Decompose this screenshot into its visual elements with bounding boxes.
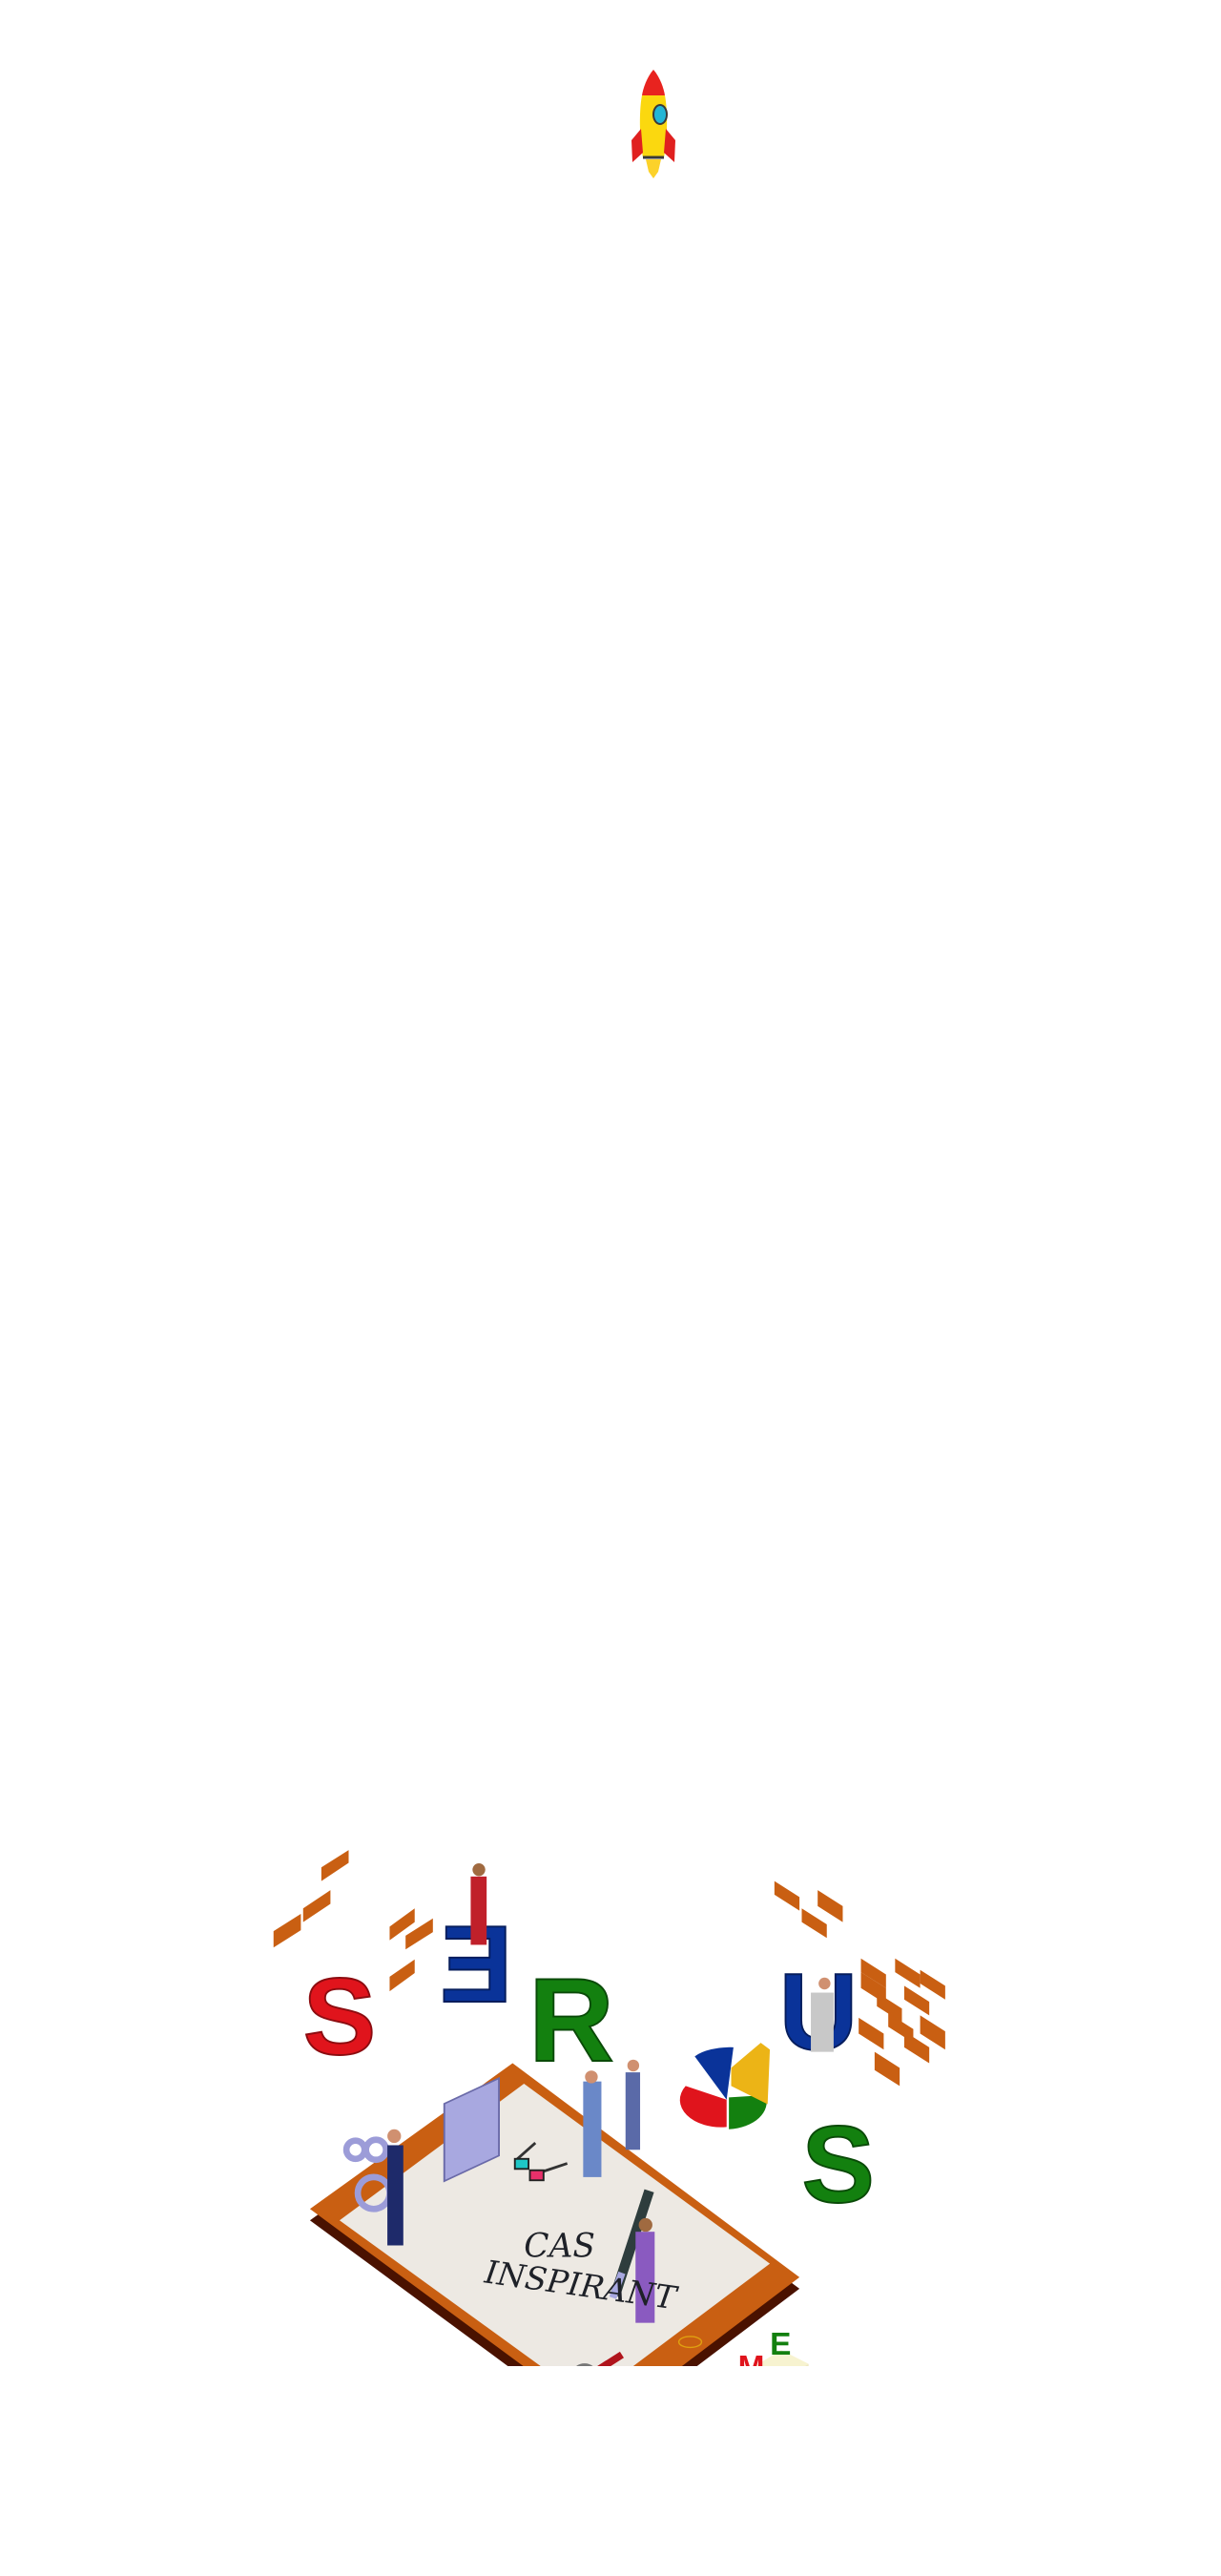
serious-game-illustration: S Ǝ R U S CAS INSPIRANT <box>273 1850 945 2366</box>
bricks-left <box>273 1850 433 1992</box>
letter-s-red: S <box>303 1956 376 2078</box>
pie-chart-icon <box>679 2043 771 2129</box>
screen-text-cas: CAS <box>524 2227 595 2265</box>
bricks-right <box>774 1880 945 2087</box>
magnifier-icon <box>576 2351 624 2366</box>
game-letter-e: E <box>770 2327 791 2362</box>
people-figures <box>387 1862 834 2323</box>
game-letter-m: M <box>738 2350 765 2366</box>
letter-s-green: S <box>801 2104 874 2226</box>
letter-r-green: R <box>528 1955 614 2087</box>
game-block: G A M E <box>738 2327 809 2366</box>
pen-icon <box>609 2189 654 2299</box>
rocket-icon <box>631 70 675 178</box>
3d-glasses-icon <box>513 2142 569 2182</box>
briefcase-icon <box>443 2076 500 2183</box>
